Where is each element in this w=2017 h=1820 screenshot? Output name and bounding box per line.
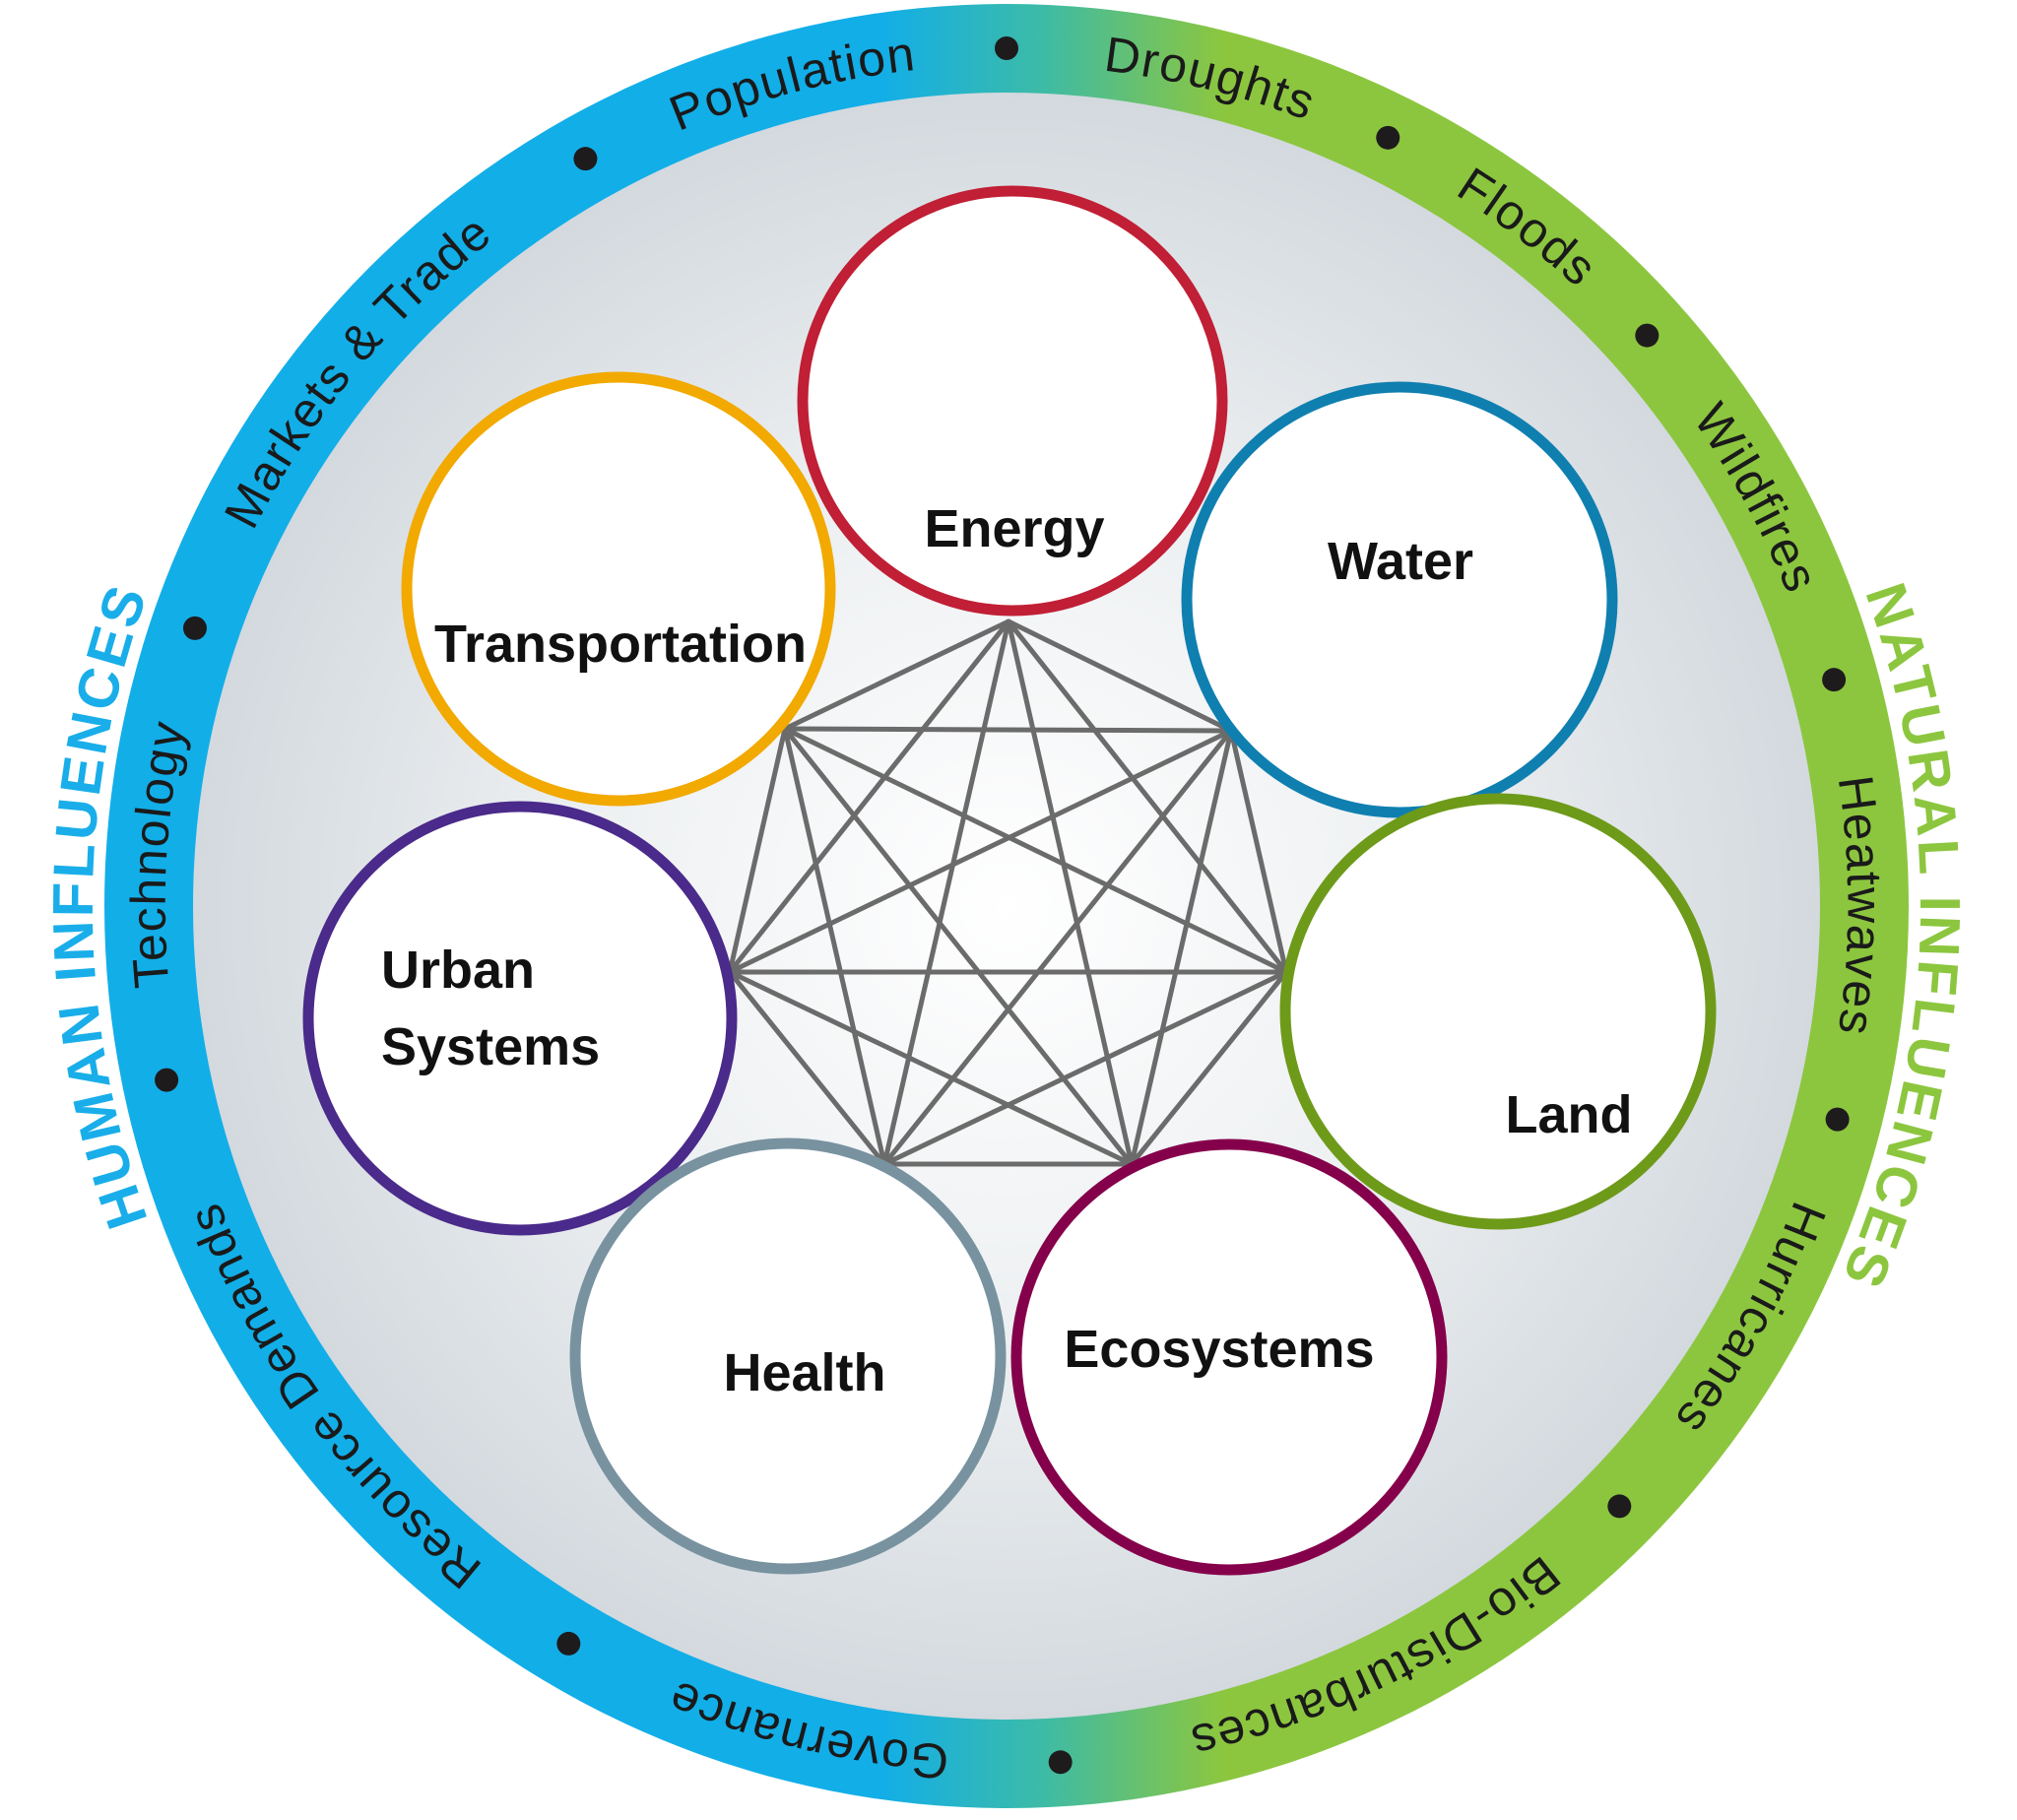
connection-line [782,726,1135,1167]
connection-line [1006,618,1289,975]
connection-line [881,618,1011,1167]
sector-label-energy: Energy [924,499,1104,558]
sector-circle-border [797,185,1228,617]
sector-water[interactable]: Water [1181,381,1618,818]
connection-line [782,726,887,1167]
connection-line [727,728,1234,975]
connection-line [1006,618,1234,734]
sector-energy[interactable]: Energy [797,185,1228,617]
sector-circle-border [401,371,836,807]
separator-dot [1048,1750,1073,1775]
separator-dot [1825,1107,1850,1132]
connection-line [1006,618,1135,1167]
ring-item-heatwaves: Heatwaves [1828,772,1893,1040]
sector-circle-border [569,1138,1007,1575]
sector-label-health: Health [723,1343,885,1402]
separator-dot [556,1631,581,1656]
interconnection-heptagon [727,618,1289,1167]
connection-line [782,726,1234,734]
separator-dot [995,36,1018,60]
sector-land[interactable]: Land [1279,793,1717,1230]
sector-circle-border [302,801,738,1236]
connection-line [1228,728,1289,975]
connection-line [782,618,1011,732]
sector-label-ecosystems: Ecosystems [1064,1320,1374,1379]
separator-dot [573,147,598,171]
connection-line [1129,969,1289,1167]
connection-line [881,969,1289,1167]
separator-dot [1607,1494,1632,1519]
sector-label-land: Land [1506,1085,1633,1144]
sector-transportation[interactable]: Transportation [401,371,836,807]
connection-line [727,726,788,975]
sector-ecosystems[interactable]: Ecosystems [1010,1138,1448,1576]
sector-label-transportation: Transportation [434,615,807,674]
connection-line [1129,728,1234,1167]
separator-dot [155,1068,179,1092]
sector-label-water: Water [1328,532,1473,591]
connection-line [727,969,887,1167]
separator-dot [1376,125,1400,150]
connection-line [727,969,1135,1167]
separator-dot [182,616,207,640]
separator-dot [1822,668,1847,692]
sector-circle-border [1181,381,1618,818]
sector-circle-border [1279,793,1717,1230]
connection-line [881,728,1234,1167]
connection-line [727,618,1011,975]
connection-line [782,726,1289,975]
separator-dot [1635,323,1659,348]
sector-circle-border [1010,1138,1448,1576]
sector-health[interactable]: Health [569,1138,1007,1575]
ring-separator-dots [155,36,1850,1775]
